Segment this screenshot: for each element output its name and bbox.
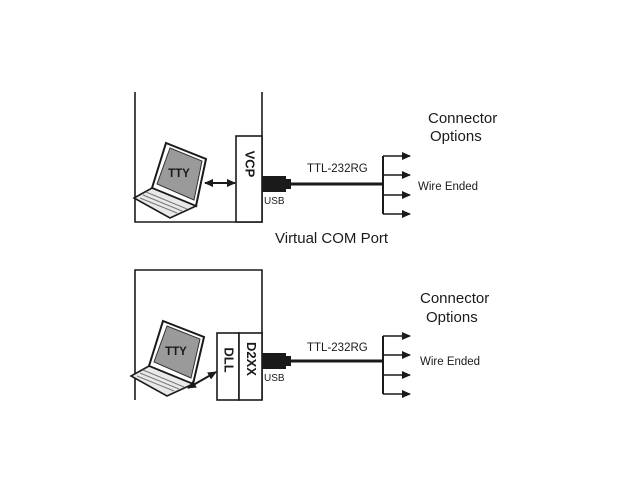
top-usb-plug <box>262 176 286 192</box>
top-caption: Virtual COM Port <box>275 230 389 247</box>
top-vcp-label: VCP <box>243 151 258 178</box>
bottom-cable-label: TTL-232RG <box>307 342 368 354</box>
top-connector-title-line2: Options <box>430 128 482 145</box>
top-usb-label: USB <box>264 196 285 207</box>
top-laptop-label: TTY <box>168 168 190 180</box>
bottom-diagram: TTY DLL D2XX USB TTL-232RG Connector Opt… <box>129 269 489 401</box>
bottom-connector-title-line1: Connector <box>420 290 489 307</box>
bottom-wire-ended-label: Wire Ended <box>420 356 480 368</box>
bottom-driver-arrow <box>187 371 217 389</box>
bottom-usb-label: USB <box>264 373 285 384</box>
top-connector-title-line1: Connector <box>428 110 497 127</box>
bottom-laptop-label: TTY <box>165 346 187 358</box>
bottom-d2xx-label: D2XX <box>244 342 259 376</box>
top-wire-ended-label: Wire Ended <box>418 181 478 193</box>
bottom-connector-title-line2: Options <box>426 309 478 326</box>
top-cable-label: TTL-232RG <box>307 163 368 175</box>
top-vcp-block <box>235 135 263 223</box>
top-laptop-icon: TTY <box>132 141 208 219</box>
bottom-usb-plug <box>262 353 286 369</box>
top-diagram: TTY VCP USB TTL-232RG Connector Options … <box>132 92 497 247</box>
bottom-dll-label: DLL <box>222 347 237 372</box>
bottom-laptop-icon: TTY <box>129 319 206 397</box>
